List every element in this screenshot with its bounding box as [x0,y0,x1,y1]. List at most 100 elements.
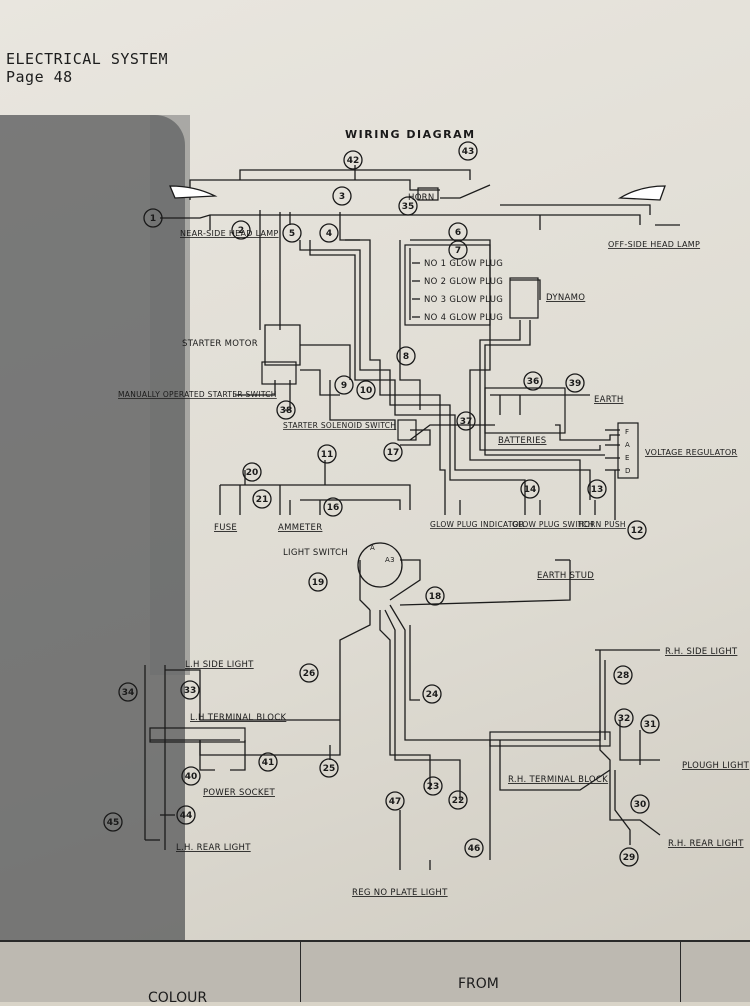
callout-21: 21 [252,489,272,509]
callout-circle [317,444,337,464]
callout-number: 47 [389,797,402,807]
callout-39: 39 [565,373,585,393]
callout-circle [356,380,376,400]
callout-circle [103,812,123,832]
callout-25: 25 [319,758,339,778]
callout-circle [422,684,442,704]
callout-circle [520,479,540,499]
callout-13: 13 [587,479,607,499]
callout-12: 12 [627,520,647,540]
reg-terminal-e: E [625,454,630,462]
callout-circle [258,752,278,772]
callout-36: 36 [523,371,543,391]
callout-number: 18 [429,592,442,602]
callout-42: 42 [343,150,363,170]
callout-1: 1 [143,208,163,228]
callout-circle [619,847,639,867]
callout-35: 35 [398,196,418,216]
reg-terminal-d: D [625,467,631,475]
callout-circle [308,572,328,592]
callout-10: 10 [356,380,376,400]
callout-number: 25 [323,764,336,774]
callout-circle [383,442,403,462]
label-near-side-head-lamp: NEAR-SIDE HEAD LAMP [180,229,279,238]
callout-41: 41 [258,752,278,772]
callout-number: 10 [360,386,373,396]
callout-number: 9 [341,381,347,391]
diagram-title: WIRING DIAGRAM [345,128,476,141]
callout-circle [176,805,196,825]
callout-9: 9 [334,375,354,395]
callout-circle [614,708,634,728]
near-side-head-lamp-shape [169,185,218,199]
callout-2: 2 [231,220,251,240]
callout-44: 44 [176,805,196,825]
callout-circle [299,663,319,683]
callout-number: 8 [403,352,409,362]
callout-circle [523,371,543,391]
horn-shape [417,187,439,201]
label-glow-plug-switch: GLOW PLUG SWITCH [512,520,594,529]
callout-20: 20 [242,462,262,482]
callout-number: 12 [631,526,644,536]
label-starter-motor: STARTER MOTOR [182,339,258,349]
callout-11: 11 [317,444,337,464]
callout-circle [282,223,302,243]
label-starter-solenoid-switch: STARTER SOLENOID SWITCH [283,421,396,430]
callout-45: 45 [103,812,123,832]
callout-number: 7 [455,246,461,256]
callout-circle [143,208,163,228]
label-horn-push: HORN PUSH [578,520,626,529]
rh-terminal-block-shape [489,731,611,747]
table-col-from [300,942,681,1002]
callout-26: 26 [299,663,319,683]
callout-number: 39 [569,379,582,389]
callout-number: 5 [289,229,295,239]
label-glow-plug-3: NO 3 GLOW PLUG [424,295,503,305]
callout-43: 43 [458,141,478,161]
label-lh-side-light: L.H SIDE LIGHT [185,660,254,670]
callout-47: 47 [385,791,405,811]
switch-terminal-a: A [370,544,375,552]
regulator-box [617,422,639,479]
callout-29: 29 [619,847,639,867]
label-earth: EARTH [594,395,624,405]
callout-number: 17 [387,448,400,458]
callout-19: 19 [308,572,328,592]
callout-number: 46 [468,844,481,854]
callout-circle [627,520,647,540]
callout-22: 22 [448,790,468,810]
callout-number: 41 [262,758,275,768]
callout-number: 42 [347,156,360,166]
callout-number: 24 [426,690,439,700]
label-power-socket: POWER SOCKET [203,788,275,798]
callout-number: 21 [256,495,269,505]
label-batteries: BATTERIES [498,436,546,446]
callout-circle [464,838,484,858]
callout-31: 31 [640,714,660,734]
solenoid-box [397,419,417,441]
callout-number: 4 [326,229,332,239]
wiring [144,165,680,870]
page-number: Page 48 [6,68,73,86]
callout-circle [458,141,478,161]
label-light-switch: LIGHT SWITCH [283,548,348,558]
label-lh-rear-light: L.H. REAR LIGHT [176,843,251,853]
label-lh-terminal-block: L.H TERMINAL BLOCK [190,713,286,723]
callout-number: 22 [452,796,465,806]
callout-16: 16 [323,497,343,517]
callout-circle [640,714,660,734]
callout-18: 18 [425,586,445,606]
callout-number: 37 [460,417,473,427]
callout-number: 40 [185,772,198,782]
label-horn: HORN [408,193,435,203]
callout-circle [448,790,468,810]
callout-number: 28 [617,671,630,681]
col-colour-label: COLOUR [148,990,208,1006]
callout-number: 2 [238,226,244,236]
callout-17: 17 [383,442,403,462]
callout-circle [425,586,445,606]
callout-circle [423,776,443,796]
callout-40: 40 [181,766,201,786]
callout-number: 33 [184,686,197,696]
